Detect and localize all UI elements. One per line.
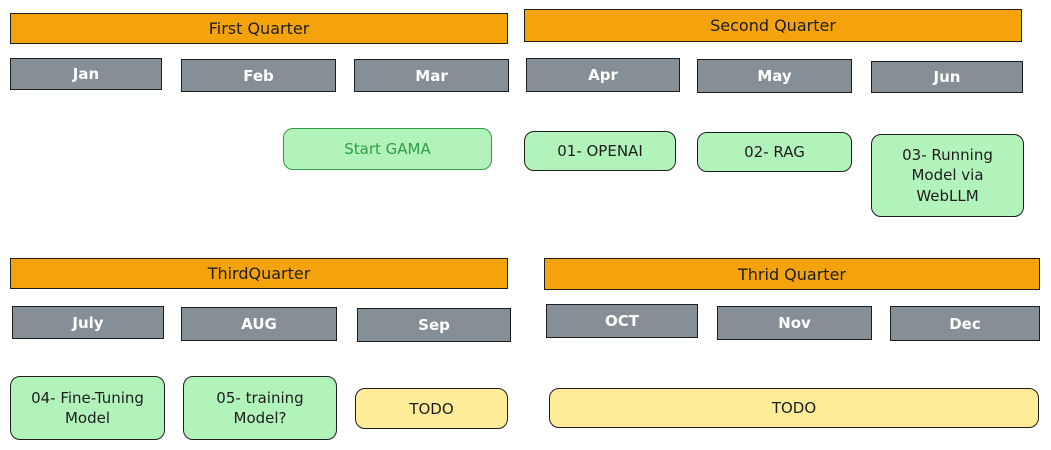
month-sep: Sep [357,308,511,342]
task-04-fine-tuning[interactable]: 04- Fine-Tuning Model [10,376,165,440]
month-apr: Apr [526,58,680,92]
month-feb: Feb [181,59,336,92]
month-aug: AUG [181,307,337,341]
quarter-header-fourth: Thrid Quarter [544,258,1040,290]
task-01-openai[interactable]: 01- OPENAI [524,131,676,171]
month-jan: Jan [10,58,162,90]
task-05-training-model[interactable]: 05- training Model? [183,376,337,440]
todo-q3[interactable]: TODO [355,388,508,429]
quarter-header-first: First Quarter [10,13,508,44]
month-nov: Nov [717,306,872,340]
task-start-gama[interactable]: Start GAMA [283,128,492,170]
quarter-header-third: ThirdQuarter [10,258,508,289]
month-oct: OCT [546,304,698,338]
month-jun: Jun [871,61,1023,93]
task-02-rag[interactable]: 02- RAG [697,132,852,172]
task-03-running-model[interactable]: 03- Running Model via WebLLM [871,134,1024,217]
month-july: July [12,306,164,339]
quarter-header-second: Second Quarter [524,9,1022,42]
month-may: May [697,59,852,93]
todo-q4[interactable]: TODO [549,388,1039,428]
month-mar: Mar [354,59,509,92]
month-dec: Dec [890,306,1040,341]
